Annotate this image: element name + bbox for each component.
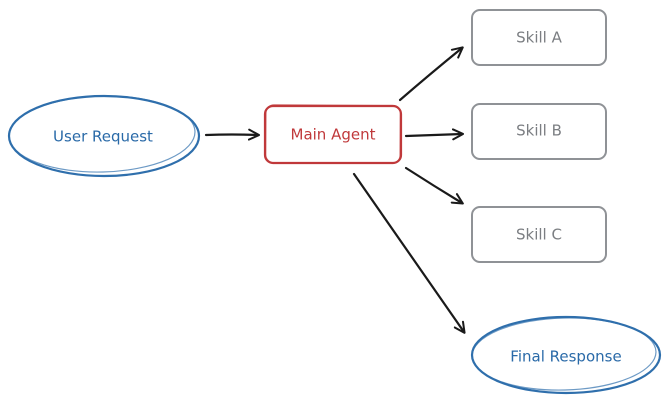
node-skill-a: Skill A (471, 9, 607, 66)
arrow-main-agent-to-skill-c (404, 166, 464, 205)
node-skill-c: Skill C (471, 206, 607, 263)
node-user-request: User Request (7, 94, 201, 178)
node-skill-b: Skill B (471, 103, 607, 160)
main-agent-shape-sketch (265, 104, 401, 164)
edges (204, 46, 466, 334)
node-main-agent: Main Agent (263, 104, 403, 165)
final-response-shape-sketch (471, 317, 657, 391)
skill-a-label: Skill A (516, 29, 562, 47)
skill-a-shape (471, 9, 607, 66)
skill-b-shape (471, 103, 607, 160)
arrow-main-agent-to-skill-b (404, 128, 464, 141)
arrow-main-agent-to-skill-a (398, 46, 464, 102)
user-request-label: User Request (53, 128, 153, 146)
skill-b-label: Skill B (516, 122, 562, 140)
final-response-label: Final Response (510, 348, 621, 366)
arrow-user-request-to-main-agent (204, 128, 260, 141)
skill-c-shape (471, 206, 607, 263)
user-request-shape-sketch (8, 95, 196, 173)
arrow-main-agent-to-final-response (352, 172, 466, 334)
node-final-response: Final Response (470, 315, 662, 395)
skill-c-label: Skill C (516, 226, 562, 244)
main-agent-label: Main Agent (291, 126, 376, 144)
